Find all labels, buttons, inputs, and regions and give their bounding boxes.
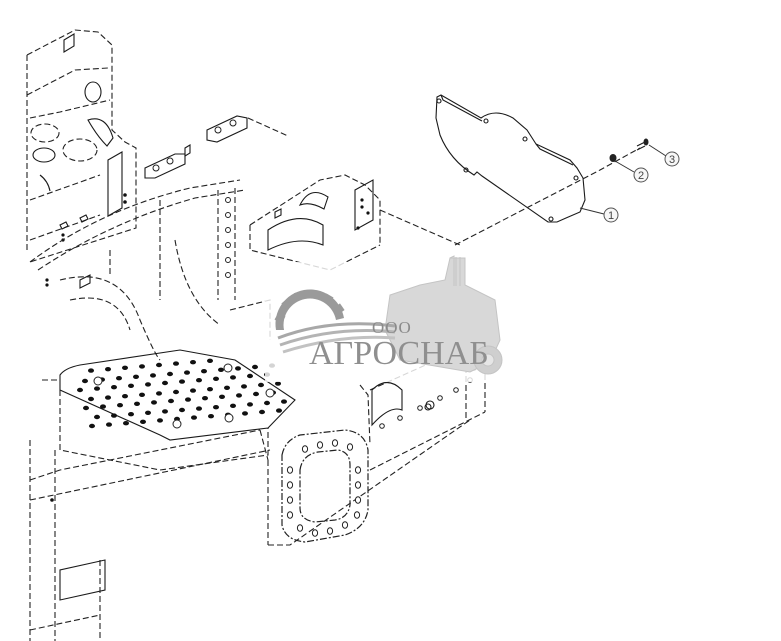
callout-2: 2 <box>633 167 649 183</box>
lower-frame <box>29 384 471 641</box>
washer-part <box>609 154 617 162</box>
agrosnab-watermark: ООО АГРОСНАБ <box>265 255 535 382</box>
callout-2-label: 2 <box>638 170 644 182</box>
callout-3-label: 3 <box>669 154 675 166</box>
callout-1-label: 1 <box>608 210 614 222</box>
perforated-step-plate <box>40 349 296 471</box>
watermark-brand: АГРОСНАБ <box>309 335 489 372</box>
callout-3: 3 <box>664 151 680 167</box>
combine-harvester-icon <box>384 255 503 375</box>
gear-icon <box>274 289 396 354</box>
mounting-brackets <box>144 115 289 179</box>
rear-housing <box>26 29 137 263</box>
watermark-prefix: ООО <box>372 318 412 337</box>
bolt-part <box>636 138 649 151</box>
callout-1: 1 <box>603 207 619 223</box>
cover-plate-part <box>435 94 641 246</box>
